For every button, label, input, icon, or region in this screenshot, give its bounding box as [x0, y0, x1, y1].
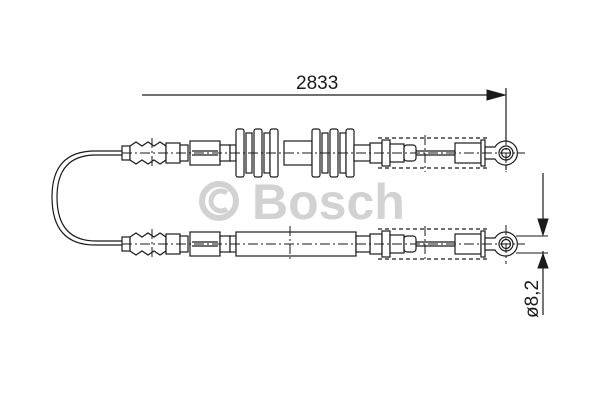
length-dimension: 2833	[142, 73, 507, 170]
diameter-dimension: ø8,2	[516, 173, 549, 318]
length-label: 2833	[296, 73, 338, 94]
diameter-label: ø8,2	[522, 280, 543, 318]
watermark-text: Bosch	[252, 174, 405, 230]
centerlines	[122, 135, 525, 264]
bosch-watermark: Bosch	[199, 174, 405, 230]
cable-loop	[51, 150, 122, 246]
